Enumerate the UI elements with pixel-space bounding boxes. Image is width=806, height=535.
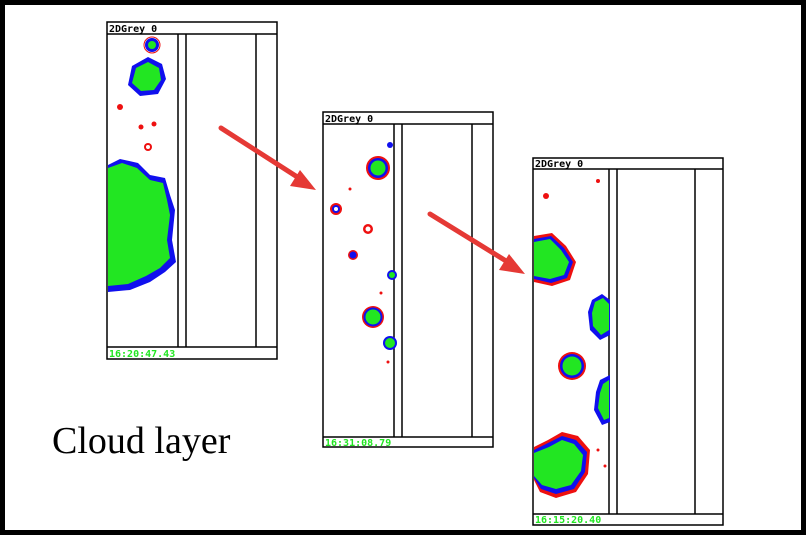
panel-2-timestamp: 16:31:08.79 bbox=[325, 438, 391, 449]
probe-panel-3: 2DGrey 0 16:15:20.40 bbox=[532, 157, 724, 526]
caption: Cloud layer bbox=[52, 420, 231, 462]
probe-panel-1: 2DGrey 0 16:20:47.43 bbox=[106, 21, 278, 360]
panel-1-label: 2DGrey 0 bbox=[109, 24, 157, 35]
panel-3-timestamp: 16:15:20.40 bbox=[535, 515, 601, 526]
panel-1-timestamp: 16:20:47.43 bbox=[109, 349, 175, 360]
arrow-2 bbox=[427, 211, 525, 274]
panel-3-label: 2DGrey 0 bbox=[535, 159, 583, 170]
arrow-1 bbox=[218, 125, 316, 190]
panel-1-particles bbox=[108, 36, 176, 292]
panel-2-label: 2DGrey 0 bbox=[325, 114, 373, 125]
panel-3-particles bbox=[534, 179, 610, 498]
probe-panel-2: 2DGrey 0 16:31:08.79 bbox=[322, 111, 494, 449]
panel-2-particles bbox=[330, 142, 397, 364]
